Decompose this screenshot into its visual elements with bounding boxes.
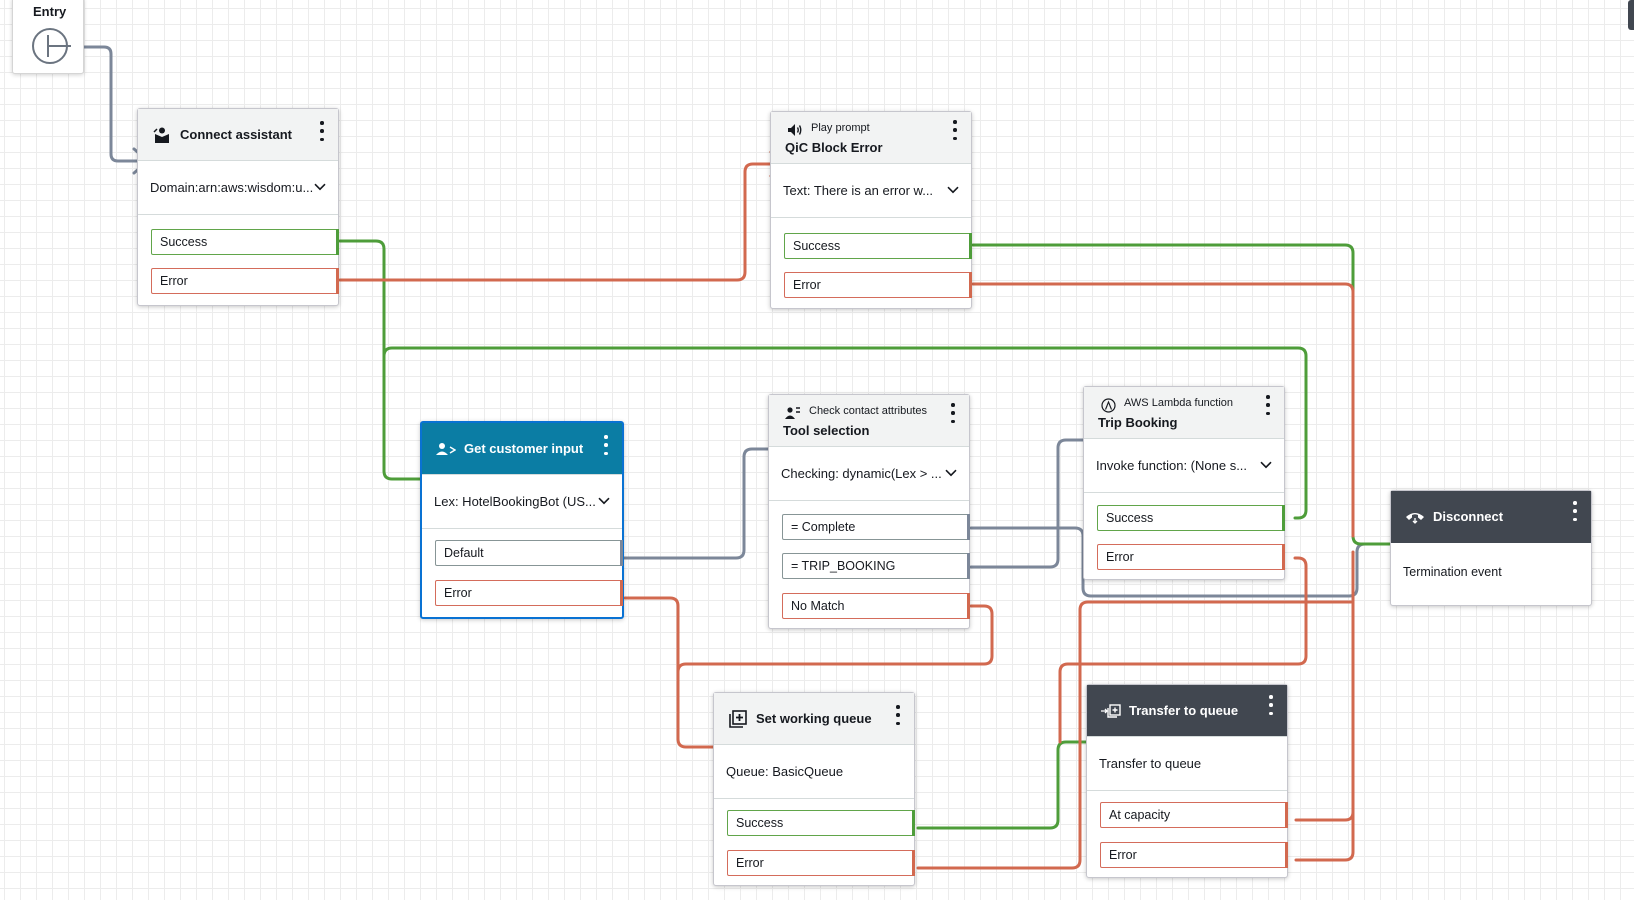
- lambda-icon: [1098, 395, 1118, 415]
- block-description: Termination event: [1403, 565, 1502, 579]
- chevron-down-icon: [945, 469, 957, 476]
- param-text: Queue: BasicQueue: [726, 764, 844, 779]
- param-field: Queue: BasicQueue: [714, 745, 914, 799]
- block-header: Set working queue: [714, 693, 914, 745]
- block-header: Disconnect: [1391, 491, 1591, 543]
- add-queue-icon: [728, 709, 748, 729]
- param-text: Domain:arn:aws:wisdom:u...: [150, 180, 314, 195]
- hangup-icon: [1405, 507, 1425, 527]
- block-title: Connect assistant: [180, 127, 292, 142]
- chevron-down-icon: [314, 183, 326, 190]
- block-type: AWS Lambda function: [1124, 397, 1234, 409]
- block-set-working-queue[interactable]: Set working queue Queue: BasicQueue Succ…: [713, 692, 915, 886]
- block-title: Tool selection: [783, 423, 870, 438]
- branch-trip-booking[interactable]: = TRIP_BOOKING: [782, 553, 970, 579]
- param-text: Invoke function: (None s...: [1096, 458, 1248, 473]
- more-options-icon[interactable]: [1571, 501, 1579, 521]
- more-options-icon[interactable]: [602, 435, 610, 455]
- param-dropdown[interactable]: Checking: dynamic(Lex > ...: [769, 447, 969, 501]
- block-description: Transfer to queue: [1099, 756, 1202, 771]
- block-title: Set working queue: [756, 711, 872, 726]
- side-panel-handle[interactable]: [1628, 0, 1634, 30]
- block-type: Play prompt: [811, 122, 870, 134]
- check-attributes-icon: [783, 403, 803, 423]
- branch-complete[interactable]: = Complete: [782, 514, 970, 540]
- more-options-icon[interactable]: [1267, 695, 1275, 715]
- transfer-icon: [1101, 701, 1121, 721]
- block-connect-assistant[interactable]: Connect assistant Domain:arn:aws:wisdom:…: [137, 108, 339, 306]
- block-header: Connect assistant: [138, 109, 338, 161]
- param-text: Text: There is an error w...: [783, 183, 934, 198]
- block-header: Get customer input: [422, 423, 622, 475]
- branch-success[interactable]: Success: [784, 233, 972, 259]
- assistant-icon: [152, 125, 172, 145]
- more-options-icon[interactable]: [318, 121, 326, 141]
- branch-at-capacity[interactable]: At capacity: [1100, 802, 1288, 828]
- block-check-contact-attributes[interactable]: Check contact attributes Tool selection …: [768, 394, 970, 629]
- chevron-down-icon: [1260, 461, 1272, 468]
- more-options-icon[interactable]: [949, 403, 957, 423]
- branch-error[interactable]: Error: [151, 268, 339, 294]
- speaker-icon: [785, 120, 805, 140]
- branch-error[interactable]: Error: [1097, 544, 1285, 570]
- chevron-down-icon: [947, 186, 959, 193]
- param-dropdown[interactable]: Invoke function: (None s...: [1084, 439, 1284, 493]
- branch-success[interactable]: Success: [151, 229, 339, 255]
- block-transfer-to-queue[interactable]: Transfer to queue Transfer to queue At c…: [1086, 684, 1288, 878]
- block-title: QiC Block Error: [785, 140, 883, 155]
- more-options-icon[interactable]: [894, 705, 902, 725]
- block-header: Play prompt QiC Block Error: [771, 112, 971, 164]
- more-options-icon[interactable]: [1264, 395, 1272, 415]
- block-title: Trip Booking: [1098, 415, 1178, 430]
- chevron-down-icon: [598, 497, 610, 504]
- block-aws-lambda[interactable]: AWS Lambda function Trip Booking Invoke …: [1083, 386, 1285, 580]
- block-get-customer-input[interactable]: Get customer input Lex: HotelBookingBot …: [420, 421, 624, 619]
- neutral-wires: [68, 45, 1408, 598]
- param-field: Transfer to queue: [1087, 737, 1287, 791]
- branch-success[interactable]: Success: [727, 810, 915, 836]
- param-dropdown[interactable]: Text: There is an error w...: [771, 164, 971, 218]
- branch-error[interactable]: Error: [1100, 842, 1288, 868]
- block-title: Get customer input: [464, 441, 584, 456]
- param-text: Lex: HotelBookingBot (US...: [434, 494, 596, 509]
- error-wires: [338, 162, 1355, 870]
- branch-no-match[interactable]: No Match: [782, 593, 970, 619]
- customer-input-icon: [436, 439, 456, 459]
- entry-point-icon: [32, 28, 71, 64]
- more-options-icon[interactable]: [951, 120, 959, 140]
- branch-error[interactable]: Error: [435, 580, 623, 606]
- block-type: Check contact attributes: [809, 405, 928, 417]
- block-header: AWS Lambda function Trip Booking: [1084, 387, 1284, 439]
- block-header: Check contact attributes Tool selection: [769, 395, 969, 447]
- block-play-prompt[interactable]: Play prompt QiC Block Error Text: There …: [770, 111, 972, 309]
- param-dropdown[interactable]: Domain:arn:aws:wisdom:u...: [138, 161, 338, 215]
- branch-default[interactable]: Default: [435, 540, 623, 566]
- entry-label: Entry: [33, 4, 67, 19]
- param-text: Checking: dynamic(Lex > ...: [781, 466, 942, 481]
- block-header: Transfer to queue: [1087, 685, 1287, 737]
- branch-error[interactable]: Error: [784, 272, 972, 298]
- branch-error[interactable]: Error: [727, 850, 915, 876]
- entry-point[interactable]: Entry: [12, 0, 84, 74]
- block-title: Transfer to queue: [1129, 703, 1239, 718]
- block-disconnect[interactable]: Disconnect Termination event: [1390, 490, 1592, 606]
- block-title: Disconnect: [1433, 509, 1504, 524]
- param-dropdown[interactable]: Lex: HotelBookingBot (US...: [422, 475, 622, 529]
- branch-success[interactable]: Success: [1097, 505, 1285, 531]
